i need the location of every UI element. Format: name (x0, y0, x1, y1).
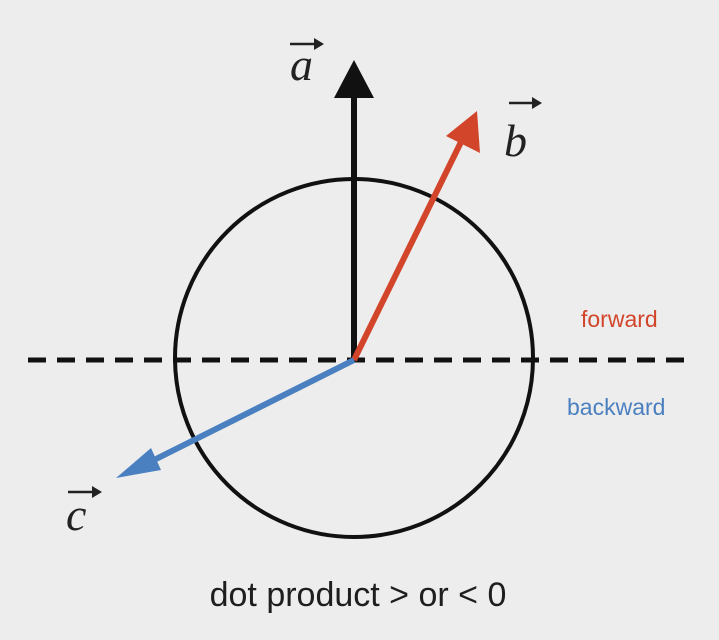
vector-c-label-group: c (66, 486, 102, 540)
vector-c-label: c (66, 489, 86, 540)
vector-a-label: a (290, 39, 313, 90)
vector-b (351, 111, 480, 362)
vector-a-label-group: a (290, 38, 324, 90)
vector-a (334, 60, 374, 360)
vector-b-label-group: b (504, 97, 542, 166)
vector-c (116, 357, 356, 478)
vector-b-label: b (504, 115, 527, 166)
caption: dot product > or < 0 (210, 576, 507, 614)
vector-c-label-arrow-head (92, 486, 102, 498)
vector-c-arrowhead (116, 448, 161, 478)
forward-label: forward (581, 306, 658, 332)
backward-label: backward (567, 394, 665, 420)
vector-c-shaft (140, 357, 356, 469)
vector-b-arrowhead (446, 111, 480, 153)
vector-a-arrowhead (334, 60, 374, 98)
vector-a-label-arrow-head (314, 38, 324, 50)
vector-b-label-arrow-head (532, 97, 542, 109)
vector-b-shaft (351, 138, 465, 362)
